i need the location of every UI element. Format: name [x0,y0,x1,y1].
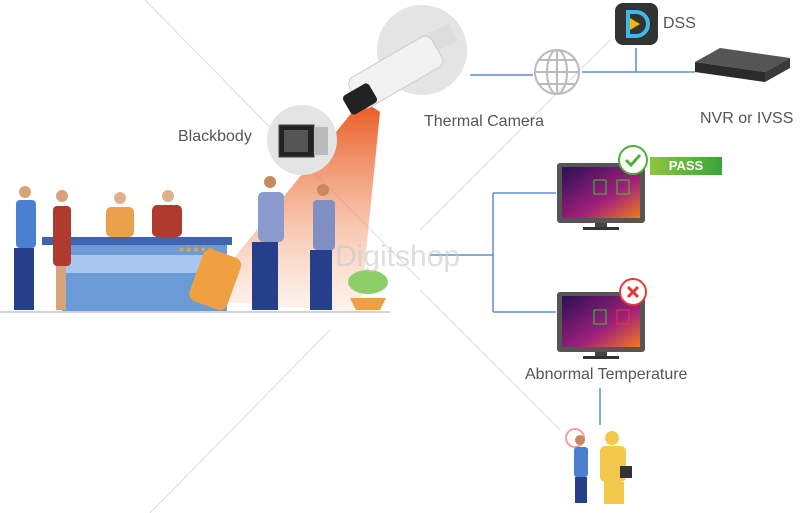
nvr-label: NVR or IVSS [700,110,794,127]
monitor-pass [557,145,648,230]
nvr-device-icon [695,48,790,82]
health-workers [565,428,632,504]
abnormal-temperature-label: Abnormal Temperature [525,366,688,383]
blackbody-icon [267,105,337,175]
network-globe-icon [534,49,580,95]
watermark: Digitshop [335,240,461,273]
connection-lines [430,48,695,425]
blackbody-label: Blackbody [178,128,252,145]
dss-logo-icon [615,3,658,45]
dss-label: DSS [663,15,696,32]
people-queue [14,176,335,310]
thermal-camera-icon [342,5,467,115]
thermal-camera-label: Thermal Camera [424,113,545,130]
plant-icon [348,270,388,310]
monitor-abnormal [557,278,647,359]
pass-badge: PASS [650,157,722,175]
thermal-beam [200,100,380,312]
svg-text:★★★★★: ★★★★★ [178,245,214,254]
